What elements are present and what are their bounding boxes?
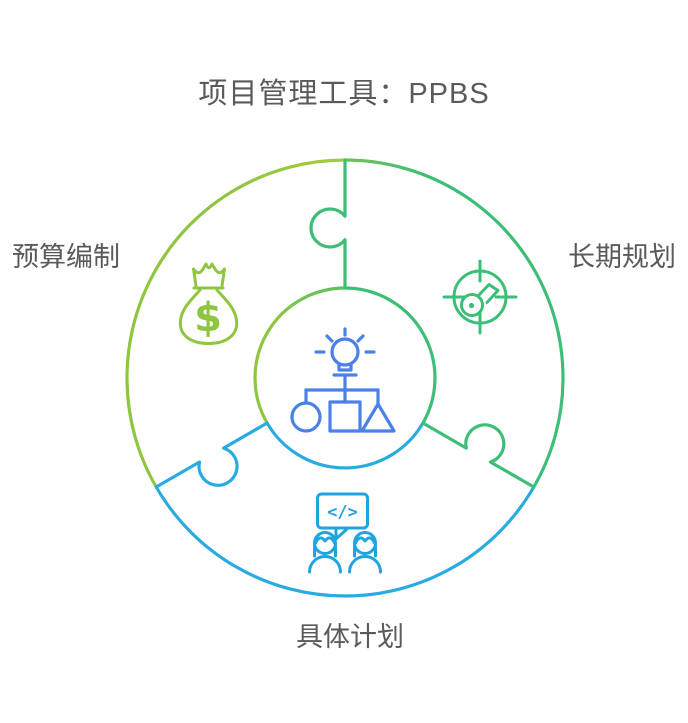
inner-arc-left <box>253 286 346 424</box>
flow-circle <box>290 401 322 433</box>
code-team-icon: </> <box>308 492 382 574</box>
inner-arc-right <box>344 286 437 424</box>
flow-square <box>328 400 362 433</box>
key-head <box>460 293 484 317</box>
person-left <box>308 531 342 574</box>
inner-circle <box>253 286 437 470</box>
puzzle-connector-bottom-right <box>421 421 536 489</box>
speech-bubble-tail <box>334 527 349 541</box>
key-dot <box>468 302 475 309</box>
puzzle-connector-top <box>309 158 347 290</box>
target-compass-icon <box>442 259 518 335</box>
outer-arc-bottom <box>154 486 536 598</box>
page-title: 项目管理工具：PPBS <box>198 77 489 110</box>
key-shaft <box>476 283 500 304</box>
person-left-hairband <box>314 536 336 545</box>
money-bag-tie <box>192 262 226 288</box>
puzzle-connectors <box>154 158 536 489</box>
outer-ring <box>125 158 565 598</box>
person-left-head <box>313 531 337 555</box>
person-right-head <box>353 531 377 555</box>
person-right-shoulders <box>348 555 382 574</box>
ray-upper-right <box>356 334 365 343</box>
dollar-symbol: $ <box>194 295 222 341</box>
label-long-term-planning: 长期规划 <box>568 242 676 272</box>
person-right-hairband <box>354 536 376 545</box>
idea-flowchart-icon <box>290 327 396 433</box>
outer-arc-right <box>344 158 565 488</box>
code-symbol: </> <box>327 503 358 523</box>
money-bag-icon: $ <box>178 262 239 345</box>
money-bag-body <box>178 288 239 345</box>
label-specific-plan: 具体计划 <box>296 622 404 652</box>
person-left-shoulders <box>308 555 342 574</box>
inner-arc-bottom <box>265 422 425 470</box>
speech-bubble <box>316 492 369 530</box>
outer-arc-left <box>125 158 346 488</box>
person-right <box>348 531 382 574</box>
puzzle-connector-bottom-left <box>154 421 269 489</box>
lightbulb-neck <box>337 362 353 372</box>
label-budget: 预算编制 <box>12 242 120 272</box>
lightbulb <box>330 337 360 367</box>
ray-upper-left <box>325 334 334 343</box>
flow-triangle <box>360 402 396 433</box>
